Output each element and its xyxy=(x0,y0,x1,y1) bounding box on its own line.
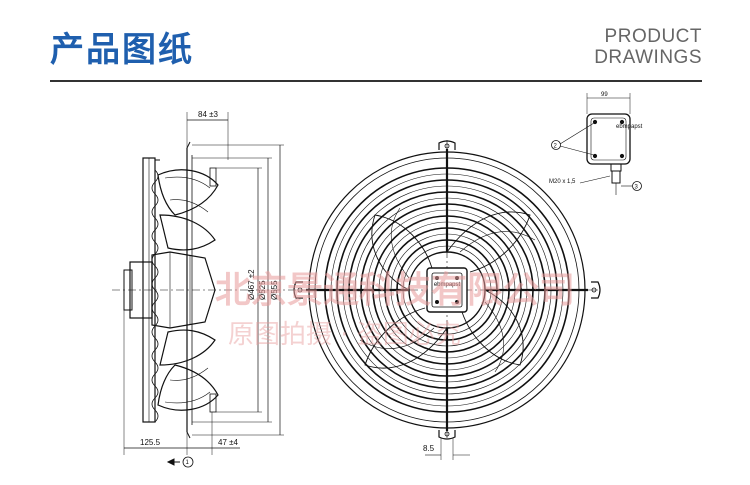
side-dim-d2: Ø525 xyxy=(258,280,267,300)
side-dim-d3: Ø555 xyxy=(270,280,279,300)
side-dim-bottom-right: 47 ±4 xyxy=(218,438,239,447)
subtitle-line-2: DRAWINGS xyxy=(594,47,702,68)
terminal-box-label: ebmpapst xyxy=(616,124,643,130)
side-dim-top: 84 ±3 xyxy=(198,110,219,119)
terminal-box-detail xyxy=(551,93,642,195)
side-view xyxy=(112,112,300,468)
front-view xyxy=(293,140,601,460)
terminal-dim-top: 99 xyxy=(601,92,608,98)
side-dim-bottom-left: 125.5 xyxy=(140,438,161,447)
page-title: 产品图纸 xyxy=(50,30,194,70)
header-divider xyxy=(50,80,702,82)
watermark-line-1: 北京景通科技有限公司 xyxy=(215,269,575,311)
gland-label: M20 x 1,5 xyxy=(549,179,576,185)
front-dim-bottom: 8.5 xyxy=(423,444,435,453)
hub-box-label: ebmpapst xyxy=(434,282,461,288)
watermark-line-2: 原图拍摄 · 盗图必究 xyxy=(228,320,461,350)
side-dim-d1: Ø467 ±2 xyxy=(247,269,256,300)
subtitle-line-1: PRODUCT xyxy=(604,26,702,47)
page-subtitle: PRODUCT DRAWINGS xyxy=(594,26,702,68)
callout-2: 2 xyxy=(554,144,558,150)
callout-3: 3 xyxy=(635,185,639,191)
callout-1: 1 xyxy=(186,460,190,466)
